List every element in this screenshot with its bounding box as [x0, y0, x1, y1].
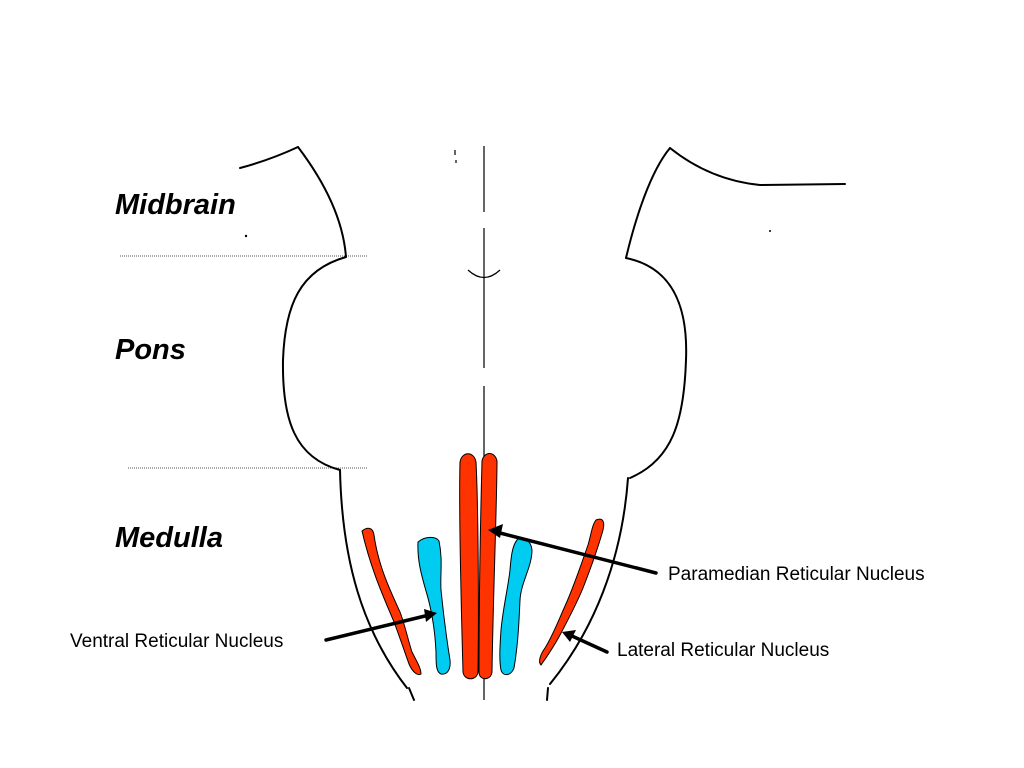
lateral-reticular-nucleus-label: Lateral Reticular Nucleus	[617, 640, 830, 661]
paramedian-reticular-nucleus-label: Paramedian Reticular Nucleus	[668, 564, 925, 585]
midbrain-label: Midbrain	[115, 189, 236, 221]
brainstem-outline	[239, 146, 846, 701]
specks	[244, 230, 771, 238]
medulla-label: Medulla	[115, 522, 223, 554]
paramedian-reticular-nucleus-shapes	[459, 453, 498, 680]
ventral-reticular-nucleus-label: Ventral Reticular Nucleus	[70, 631, 284, 652]
arrowheads	[424, 524, 576, 642]
pons-label: Pons	[115, 334, 186, 366]
ventral-arrow-shaft	[324, 614, 427, 642]
lateral-arrow-shaft	[570, 634, 609, 654]
paramedian-arrow-shaft	[498, 531, 658, 575]
callout-arrows	[324, 531, 658, 654]
lateral-arrowhead	[562, 630, 576, 642]
paramedian-arrowhead	[488, 524, 503, 538]
ventral-arrowhead	[424, 609, 437, 622]
ventral-reticular-nucleus-shapes	[417, 536, 533, 676]
